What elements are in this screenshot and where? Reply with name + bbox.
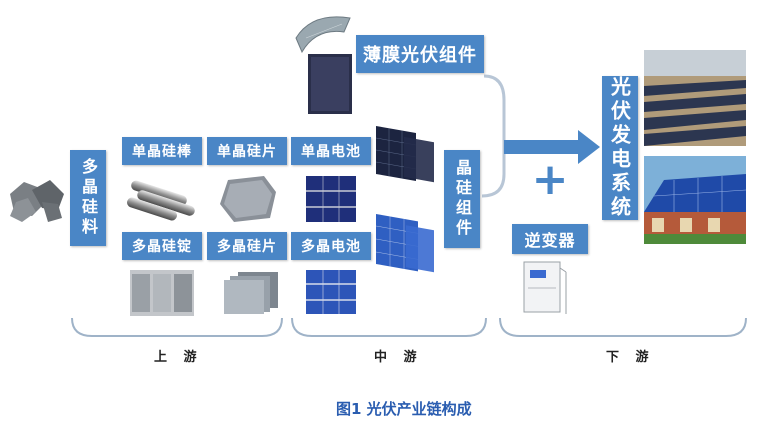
mono-ingot-image	[127, 180, 195, 221]
downstream-bracket	[499, 317, 747, 337]
poly-silicon-material-box: 多晶硅料	[70, 150, 106, 246]
flexible-thin-film-image	[295, 16, 351, 54]
multi-ingot-box: 多晶硅锭	[122, 232, 202, 260]
mono-ingot-box: 单晶硅棒	[122, 137, 202, 165]
mono-cell-box: 单晶电池	[291, 137, 371, 165]
upstream-label: 上 游	[154, 350, 203, 365]
silicon-rocks-image	[10, 180, 64, 222]
module-connector	[481, 74, 506, 198]
multi-cell-image	[306, 270, 356, 314]
mono-cell-image	[306, 176, 356, 222]
plus-symbol: +	[531, 154, 569, 205]
arrow-to-pv-system	[504, 130, 600, 164]
inverter-box: 逆变器	[512, 224, 588, 254]
thin-film-panel-image	[308, 54, 352, 114]
solar-farm-image	[644, 50, 746, 146]
multi-ingot-image	[130, 270, 194, 316]
mono-wafer-image	[220, 176, 276, 222]
midstream-label: 中 游	[374, 350, 423, 365]
downstream-label: 下 游	[606, 350, 655, 365]
upstream-bracket	[71, 317, 283, 337]
midstream-bracket	[291, 317, 487, 337]
mono-module-image	[376, 126, 434, 183]
multi-module-image	[376, 214, 434, 273]
rooftop-solar-image	[644, 156, 747, 244]
figure-caption: 图1 光伏产业链构成	[336, 400, 472, 418]
thin-film-module-box: 薄膜光伏组件	[356, 35, 484, 73]
crystalline-module-box: 晶硅组件	[444, 150, 480, 248]
multi-wafer-box: 多晶硅片	[207, 232, 287, 260]
mono-wafer-box: 单晶硅片	[207, 137, 287, 165]
inverter-image	[523, 261, 567, 314]
pv-system-box: 光伏发电系统	[602, 76, 638, 220]
multi-wafer-image	[224, 272, 278, 314]
multi-cell-box: 多晶电池	[291, 232, 371, 260]
